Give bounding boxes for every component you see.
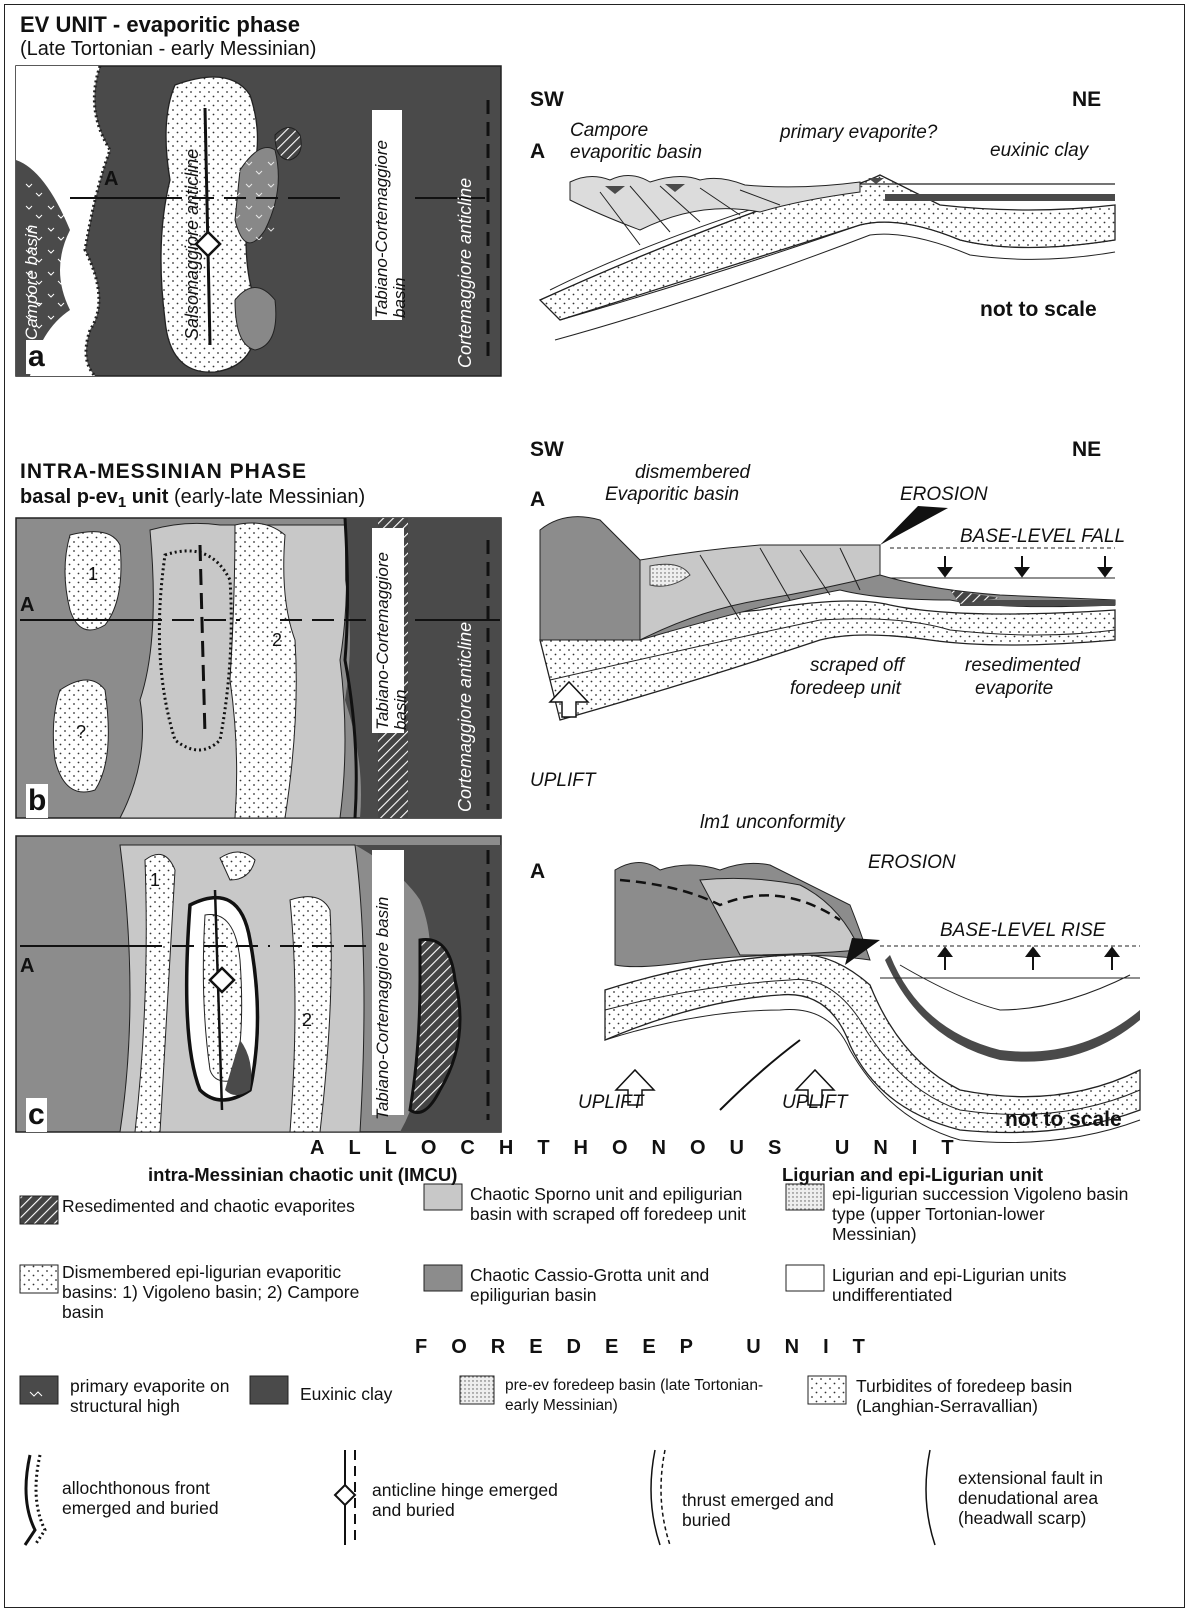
section-c xyxy=(605,863,1140,1143)
imcu-header: intra-Messinian chaotic unit (IMCU) xyxy=(148,1164,457,1186)
section-a-sw: SW xyxy=(530,88,564,112)
legend-resedimented: Resedimented and chaotic evaporites xyxy=(62,1196,362,1216)
legend-cassio: Chaotic Cassio-Grotta unit and epiliguri… xyxy=(470,1265,760,1305)
euxinic-clay-label: euxinic clay xyxy=(990,140,1088,162)
legend-dismembered: Dismembered epi-ligurian evaporitic basi… xyxy=(62,1262,392,1322)
section-b-a: A xyxy=(530,488,545,512)
uplift-label-c2: UPLIFT xyxy=(782,1092,847,1114)
section-b-sw: SW xyxy=(530,438,564,462)
evaporite-label-b: evaporite xyxy=(975,678,1053,700)
panel-a-title: EV UNIT - evaporitic phase xyxy=(20,12,300,38)
panel-b-line-label: A xyxy=(20,594,34,617)
campore-basin-label: Campore basin xyxy=(22,225,42,340)
not-to-scale-a: not to scale xyxy=(980,298,1097,322)
section-a-a: A xyxy=(530,140,545,164)
legend-pre-ev: pre-ev foredeep basin (late Tortonian-ea… xyxy=(505,1376,795,1416)
legend-thrust: thrust emerged and buried xyxy=(682,1490,862,1530)
panel-b-title: INTRA-MESSINIAN PHASE xyxy=(20,460,307,484)
legend-allochthonous-front: allochthonous front emerged and buried xyxy=(62,1478,272,1518)
salsomaggiore-anticline-label: Salsomaggiore anticline xyxy=(182,149,203,340)
legend-ligurian-undiff: Ligurian and epi-Ligurian units undiffer… xyxy=(832,1265,1132,1305)
cortemaggiore-anticline-label-a: Cortemaggiore anticline xyxy=(455,178,476,368)
resedimented-label: resedimented xyxy=(965,655,1080,677)
erosion-label-b: EROSION xyxy=(900,484,988,506)
panel-b-n2: 2 xyxy=(272,630,282,651)
section-c-a: A xyxy=(530,860,545,884)
legend-sporno: Chaotic Sporno unit and epiligurian basi… xyxy=(470,1184,760,1224)
campore-label: Campore xyxy=(570,120,648,142)
uplift-label-b: UPLIFT xyxy=(530,770,595,792)
tabiano-basin-label-a: Tabiano-Cortemaggiore basin xyxy=(373,108,409,318)
panel-b-n1: 1 xyxy=(88,564,98,585)
panel-c-line-label: A xyxy=(20,955,34,978)
foredeep-unit-label: foredeep unit xyxy=(790,678,901,700)
tabiano-basin-label-c: Tabiano-Cortemaggiore basin xyxy=(374,860,392,1120)
ligurian-header: Ligurian and epi-Ligurian unit xyxy=(782,1164,1043,1186)
base-level-rise-label: BASE-LEVEL RISE xyxy=(940,920,1105,942)
panel-a-line-label: A xyxy=(104,168,118,191)
evaporitic-basin-label: evaporitic basin xyxy=(570,142,702,164)
panel-a-letter: a xyxy=(26,340,47,374)
panel-c-letter: c xyxy=(26,1098,47,1132)
scraped-off-label: scraped off xyxy=(810,655,904,677)
map-a xyxy=(16,66,501,376)
legend-extensional-fault: extensional fault in denudational area (… xyxy=(958,1468,1173,1528)
panel-b-question: ? xyxy=(76,722,86,743)
legend-euxinic-clay: Euxinic clay xyxy=(300,1384,460,1404)
legend-anticline-hinge: anticline hinge emerged and buried xyxy=(372,1480,572,1520)
evaporitic-basin-label-b: Evaporitic basin xyxy=(605,484,739,506)
legend-primary-evaporite: primary evaporite on structural high xyxy=(70,1376,245,1416)
uplift-label-c1: UPLIFT xyxy=(578,1092,643,1114)
panel-b-subtitle: basal p-ev1 unit (early-late Messinian) xyxy=(20,486,365,509)
legend-turbidites: Turbidites of foredeep basin (Langhian-S… xyxy=(856,1376,1156,1416)
panel-c-n2: 2 xyxy=(302,1010,312,1031)
section-b-ne: NE xyxy=(1072,438,1101,462)
panel-b-letter: b xyxy=(26,784,48,818)
cortemaggiore-anticline-label-b: Cortemaggiore anticline xyxy=(455,622,476,812)
panel-a-subtitle: (Late Tortonian - early Messinian) xyxy=(20,38,316,61)
legend-epi-ligurian: epi-ligurian succession Vigoleno basin t… xyxy=(832,1184,1132,1244)
tabiano-basin-label-b: Tabiano-Cortemaggiore basin xyxy=(374,530,410,730)
base-level-fall-label: BASE-LEVEL FALL xyxy=(960,526,1125,548)
lm1-unconformity-label: lm1 unconformity xyxy=(700,812,845,834)
primary-evaporite-label: primary evaporite? xyxy=(780,122,937,144)
not-to-scale-c: not to scale xyxy=(1005,1108,1122,1132)
erosion-label-c: EROSION xyxy=(868,852,956,874)
map-c xyxy=(16,836,501,1132)
panel-c-n1: 1 xyxy=(150,870,160,891)
map-b xyxy=(16,518,501,818)
foredeep-header: FOREDEEP UNIT xyxy=(415,1336,889,1359)
dismembered-label: dismembered xyxy=(635,462,750,484)
allochthonous-header: ALLOCHTHONOUS UNIT xyxy=(310,1137,978,1160)
section-a-ne: NE xyxy=(1072,88,1101,112)
